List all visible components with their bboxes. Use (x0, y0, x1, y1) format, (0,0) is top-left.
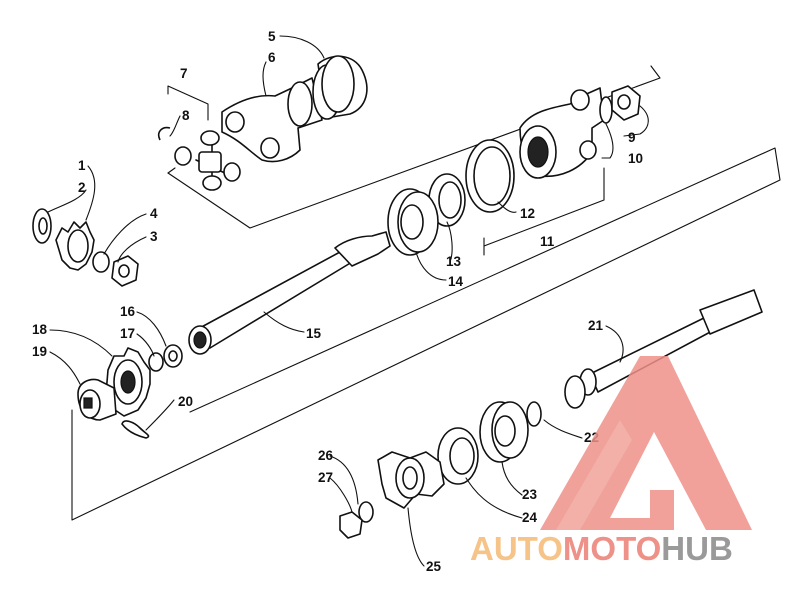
label-part-8: 8 (182, 108, 190, 123)
nut-3 (111, 255, 139, 287)
label-part-14: 14 (448, 274, 464, 289)
assembly-frames (71, 65, 781, 521)
washer-16 (163, 344, 183, 368)
snap-ring-20 (121, 420, 150, 439)
bearing-23 (479, 401, 529, 463)
watermark-logo (540, 356, 752, 530)
nut-9 (611, 85, 641, 121)
part-labels: 1 2 3 4 5 6 7 8 9 10 11 12 13 14 15 16 1… (32, 29, 643, 574)
washer-27 (358, 501, 374, 523)
label-part-1: 1 (78, 158, 86, 173)
rear-yoke (221, 55, 368, 163)
label-part-5: 5 (268, 29, 276, 44)
label-part-25: 25 (426, 559, 442, 574)
label-part-18: 18 (32, 322, 48, 337)
front-driveshaft (188, 231, 391, 355)
watermark-text: AUTOMOTOHUB (470, 530, 733, 567)
label-part-7: 7 (180, 66, 188, 81)
universal-cross (157, 126, 241, 191)
svg-text:AUTOMOTOHUB: AUTOMOTOHUB (470, 530, 733, 567)
label-part-21: 21 (588, 318, 604, 333)
label-part-24: 24 (522, 510, 538, 525)
seal-24 (437, 427, 479, 485)
label-part-16: 16 (120, 304, 136, 319)
bearing-14 (387, 188, 439, 256)
hub-19 (77, 378, 117, 421)
label-part-20: 20 (178, 394, 193, 409)
watermark-text-moto: MOTO (563, 530, 661, 567)
label-part-4: 4 (150, 206, 158, 221)
watermark-text-auto: AUTO (470, 530, 563, 567)
leader-lines (47, 35, 649, 567)
label-part-27: 27 (318, 470, 333, 485)
label-part-10: 10 (628, 151, 643, 166)
front-yoke (519, 87, 605, 179)
watermark-text-hub: HUB (661, 530, 733, 567)
snap-ring-22 (526, 401, 542, 427)
sprocket-18 (105, 347, 151, 417)
label-part-3: 3 (150, 229, 158, 244)
label-part-9: 9 (628, 130, 636, 145)
label-part-26: 26 (318, 448, 334, 463)
shim-2 (32, 208, 52, 244)
label-part-11: 11 (540, 234, 555, 249)
rear-axle-21 (564, 289, 763, 409)
seal-12 (465, 139, 515, 213)
label-part-17: 17 (120, 326, 135, 341)
label-part-19: 19 (32, 344, 47, 359)
pinion-gear-1 (55, 221, 95, 271)
washer-10 (599, 96, 613, 124)
label-part-2: 2 (78, 180, 86, 195)
washer-4 (92, 251, 110, 273)
label-part-15: 15 (306, 326, 322, 341)
label-part-12: 12 (520, 206, 535, 221)
label-part-6: 6 (268, 50, 276, 65)
label-part-23: 23 (522, 487, 538, 502)
label-part-13: 13 (446, 254, 462, 269)
flange-25 (377, 451, 445, 509)
washer-17 (148, 352, 164, 372)
